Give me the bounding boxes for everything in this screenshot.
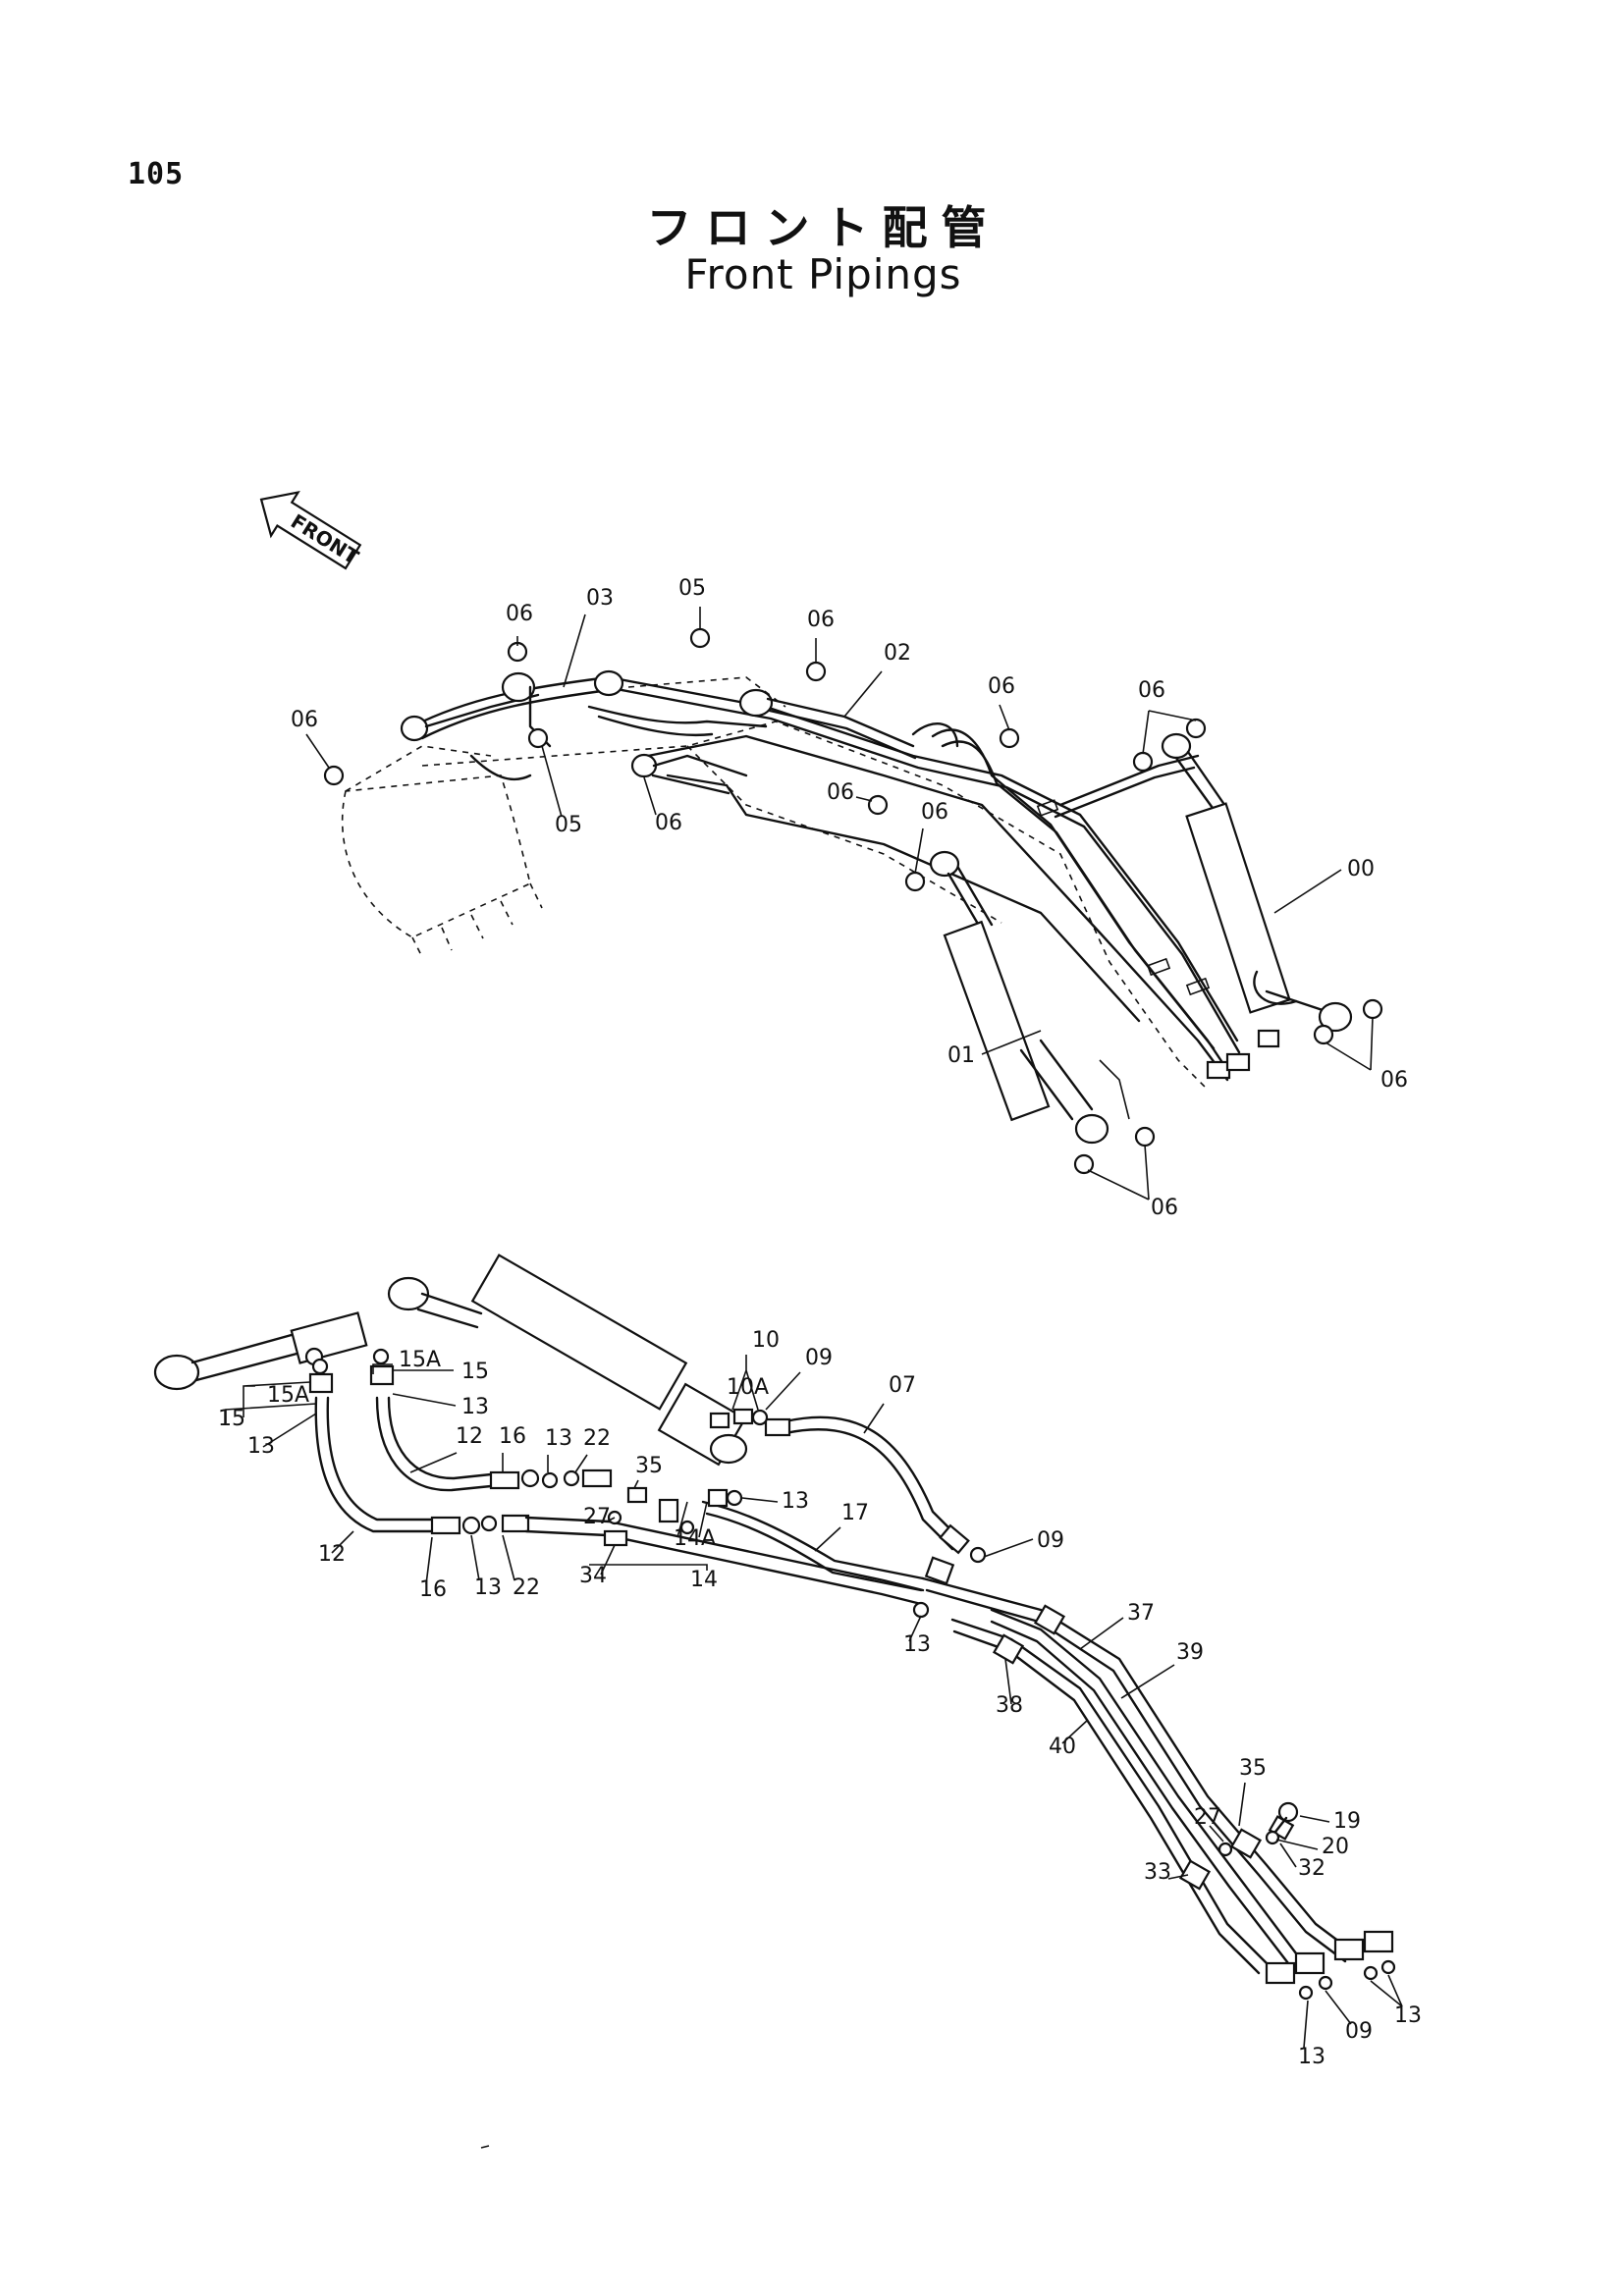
lower-part-label-38: 38 (996, 1693, 1023, 1718)
upper-part-label-06: 06 (1151, 1196, 1178, 1220)
bucket-cylinder (153, 1311, 368, 1391)
lower-part-label-15A: 15A (399, 1348, 441, 1372)
lower-part-label-39: 39 (1176, 1640, 1204, 1665)
upper-leader-lines (305, 607, 1374, 1201)
upper-part-label-06: 06 (506, 602, 533, 626)
lower-end-fittings (1265, 1930, 1396, 2001)
upper-end-fittings (1206, 1029, 1280, 1080)
upper-part-label-06: 06 (827, 780, 854, 805)
lower-part-label-13: 13 (782, 1489, 809, 1514)
upper-assembly-drawing (305, 607, 1383, 1201)
lower-part-label-15: 15 (218, 1407, 245, 1431)
lower-part-label-12: 12 (318, 1542, 346, 1567)
pin-05 (630, 753, 748, 795)
lower-part-label-17: 17 (841, 1501, 869, 1525)
lower-part-label-27: 27 (1194, 1805, 1221, 1830)
lower-part-label-13: 13 (545, 1426, 572, 1451)
arm-cylinder-lower (387, 1254, 748, 1467)
lower-part-label-13: 13 (1394, 2003, 1422, 2028)
fittings-10 (709, 1408, 769, 1429)
upper-part-label-02: 02 (884, 641, 911, 666)
lower-part-label-15A: 15A (267, 1383, 309, 1408)
arm-outline (421, 721, 1209, 1091)
bolt-19 (1265, 1801, 1299, 1845)
upper-part-label-06: 06 (655, 811, 682, 835)
upper-part-label-06: 06 (1380, 1068, 1408, 1093)
upper-part-label-06: 06 (807, 608, 835, 632)
lower-part-label-27: 27 (583, 1505, 611, 1529)
boom-body (646, 734, 1229, 1082)
lower-part-label-09: 09 (805, 1346, 833, 1370)
lower-part-label-13: 13 (1298, 2045, 1325, 2069)
lower-part-label-34: 34 (579, 1564, 607, 1588)
pipe-clamps (924, 1556, 1295, 1891)
upper-part-label-00: 00 (1347, 857, 1375, 881)
page-title-japanese: フロント配管 (646, 201, 1001, 254)
lower-part-label-09: 09 (1345, 2019, 1373, 2044)
cylinder-00 (1161, 732, 1353, 1033)
lower-part-label-22: 22 (583, 1426, 611, 1451)
lower-part-label-13: 13 (247, 1434, 275, 1459)
lower-part-label-40: 40 (1049, 1735, 1076, 1759)
hose-17 (701, 1500, 925, 1592)
upper-part-label-03: 03 (586, 586, 614, 611)
lower-part-label-37: 37 (1127, 1601, 1155, 1626)
hose-12-right (375, 1396, 493, 1492)
lower-part-label-16: 16 (419, 1577, 447, 1602)
lower-part-label-10A: 10A (727, 1375, 769, 1400)
lower-part-label-32: 32 (1298, 1856, 1325, 1881)
upper-part-label-05: 05 (678, 576, 706, 601)
pipe-14 (524, 1516, 925, 1606)
upper-part-labels: 06 03 05 06 02 06 06 06 05 06 06 06 00 01 06 06 (291, 576, 1408, 1220)
lower-part-label-13: 13 (903, 1632, 931, 1657)
lower-part-label-13: 13 (461, 1395, 489, 1419)
lower-part-label-15: 15 (461, 1360, 489, 1384)
lower-leader-lines (225, 1355, 1403, 2049)
hose-07 (764, 1415, 970, 1555)
lower-part-label-14: 14 (690, 1568, 718, 1592)
lower-part-label-14A: 14A (674, 1526, 716, 1551)
front-direction-arrow-icon: FRONT (259, 491, 363, 570)
upper-part-label-05: 05 (555, 813, 582, 837)
lower-part-label-13: 13 (474, 1575, 502, 1600)
hose-12-left (314, 1396, 434, 1533)
cylinder-01 (929, 850, 1130, 1145)
upper-part-label-06: 06 (921, 800, 948, 825)
upper-part-label-01: 01 (947, 1043, 975, 1068)
lower-part-label-10: 10 (752, 1328, 780, 1353)
fittings-35-27 (603, 1486, 743, 1547)
upper-part-label-06: 06 (291, 708, 318, 732)
page-title-english: Front Pipings (684, 250, 962, 298)
lower-part-label-07: 07 (889, 1373, 916, 1398)
lower-part-label-35: 35 (1239, 1756, 1267, 1781)
lower-part-label-12: 12 (456, 1424, 483, 1449)
upper-part-label-06: 06 (1138, 678, 1165, 703)
upper-part-label-06: 06 (988, 674, 1015, 699)
bucket-link-03 (400, 669, 624, 781)
lower-part-label-20: 20 (1322, 1835, 1349, 1859)
lower-part-label-22: 22 (513, 1575, 540, 1600)
fittings-15 (308, 1348, 395, 1394)
lower-part-label-19: 19 (1333, 1809, 1361, 1834)
page-number: 105 (128, 157, 185, 191)
lower-assembly-drawing (153, 1254, 1403, 2049)
lower-part-label-09: 09 (1037, 1528, 1064, 1553)
lower-part-label-33: 33 (1144, 1860, 1171, 1885)
upper-nuts (323, 627, 1383, 1175)
pipe-02-bend (738, 688, 959, 760)
lower-part-label-16: 16 (499, 1424, 526, 1449)
long-pipes (921, 1576, 1357, 1975)
bucket-outline (341, 745, 543, 958)
lower-part-label-35: 35 (635, 1454, 663, 1478)
